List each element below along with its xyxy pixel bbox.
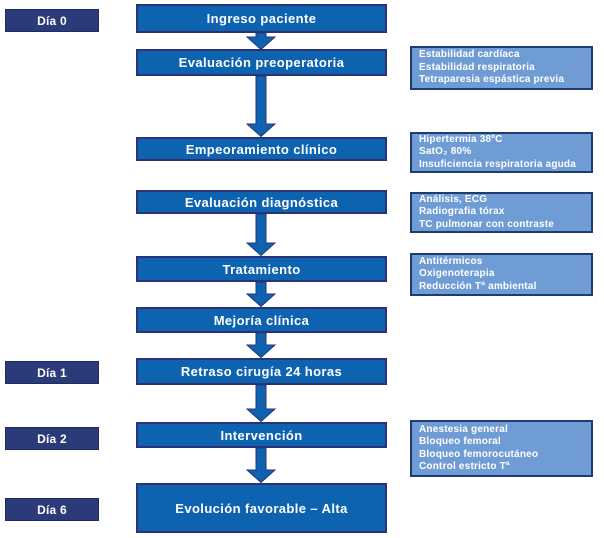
side-note-line: Insuficiencia respiratoria aguda <box>419 158 577 170</box>
side-note-preoperatoria: Estabilidad cardíaca Estabilidad respira… <box>410 46 593 90</box>
flow-box-tratamiento: Tratamiento <box>136 256 387 282</box>
down-arrow-icon <box>246 385 276 422</box>
side-note-line: Estabilidad respiratoria <box>419 61 535 73</box>
side-note-line: Radiografia tórax <box>419 206 505 218</box>
down-arrow-icon <box>246 214 276 256</box>
side-note-diagnostica: Análisis, ECG Radiografia tórax TC pulmo… <box>410 192 593 233</box>
side-note-line: Control estricto Tª <box>419 461 510 472</box>
flow-box-mejoria-clinica: Mejoría clínica <box>136 307 387 333</box>
side-note-line: TC pulmonar con contraste <box>419 218 555 230</box>
down-arrow-icon <box>246 76 276 137</box>
side-note-line: Bloqueo femoral <box>419 436 501 447</box>
side-note-line: Bloqueo femorocutáneo <box>419 448 539 460</box>
side-note-empeoramiento: Hipertermia 38ºC SatO₂ 80% Insuficiencia… <box>410 132 593 173</box>
day-label-dia-2: Día 2 <box>5 427 99 450</box>
flow-box-empeoramiento-clinico: Empeoramiento clínico <box>136 137 387 161</box>
side-note-line: Reducción Tª ambiental <box>419 280 537 292</box>
side-note-tratamiento: Antitérmicos Oxigenoterapia Reducción Tª… <box>410 253 593 296</box>
side-note-line: Estabilidad cardíaca <box>419 49 520 61</box>
side-note-line: Tetraparesia espástica previa <box>419 74 565 86</box>
day-label-dia-0: Día 0 <box>5 9 99 32</box>
side-note-line: Análisis, ECG <box>419 193 488 205</box>
flow-box-intervencion: Intervención <box>136 422 387 448</box>
flow-box-ingreso-paciente: Ingreso paciente <box>136 4 387 33</box>
side-note-line: SatO₂ 80% <box>419 146 472 158</box>
down-arrow-icon <box>246 448 276 483</box>
day-label-dia-1: Día 1 <box>5 361 99 384</box>
side-note-line: Anestesia general <box>419 423 508 435</box>
flow-box-evaluacion-diagnostica: Evaluación diagnóstica <box>136 190 387 214</box>
down-arrow-icon <box>246 282 276 307</box>
side-note-line: Oxigenoterapia <box>419 268 495 280</box>
side-note-intervencion: Anestesia general Bloqueo femoral Bloque… <box>410 420 593 477</box>
flow-box-evaluacion-preoperatoria: Evaluación preoperatoria <box>136 49 387 76</box>
side-note-line: Hipertermia 38ºC <box>419 133 503 145</box>
flow-box-evolucion-favorable-alta: Evolución favorable – Alta <box>136 483 387 533</box>
flow-box-retraso-cirugia: Retraso cirugía 24 horas <box>136 358 387 385</box>
side-note-line: Antitérmicos <box>419 255 483 267</box>
down-arrow-icon <box>246 33 276 50</box>
down-arrow-icon <box>246 333 276 358</box>
day-label-dia-6: Día 6 <box>5 498 99 521</box>
